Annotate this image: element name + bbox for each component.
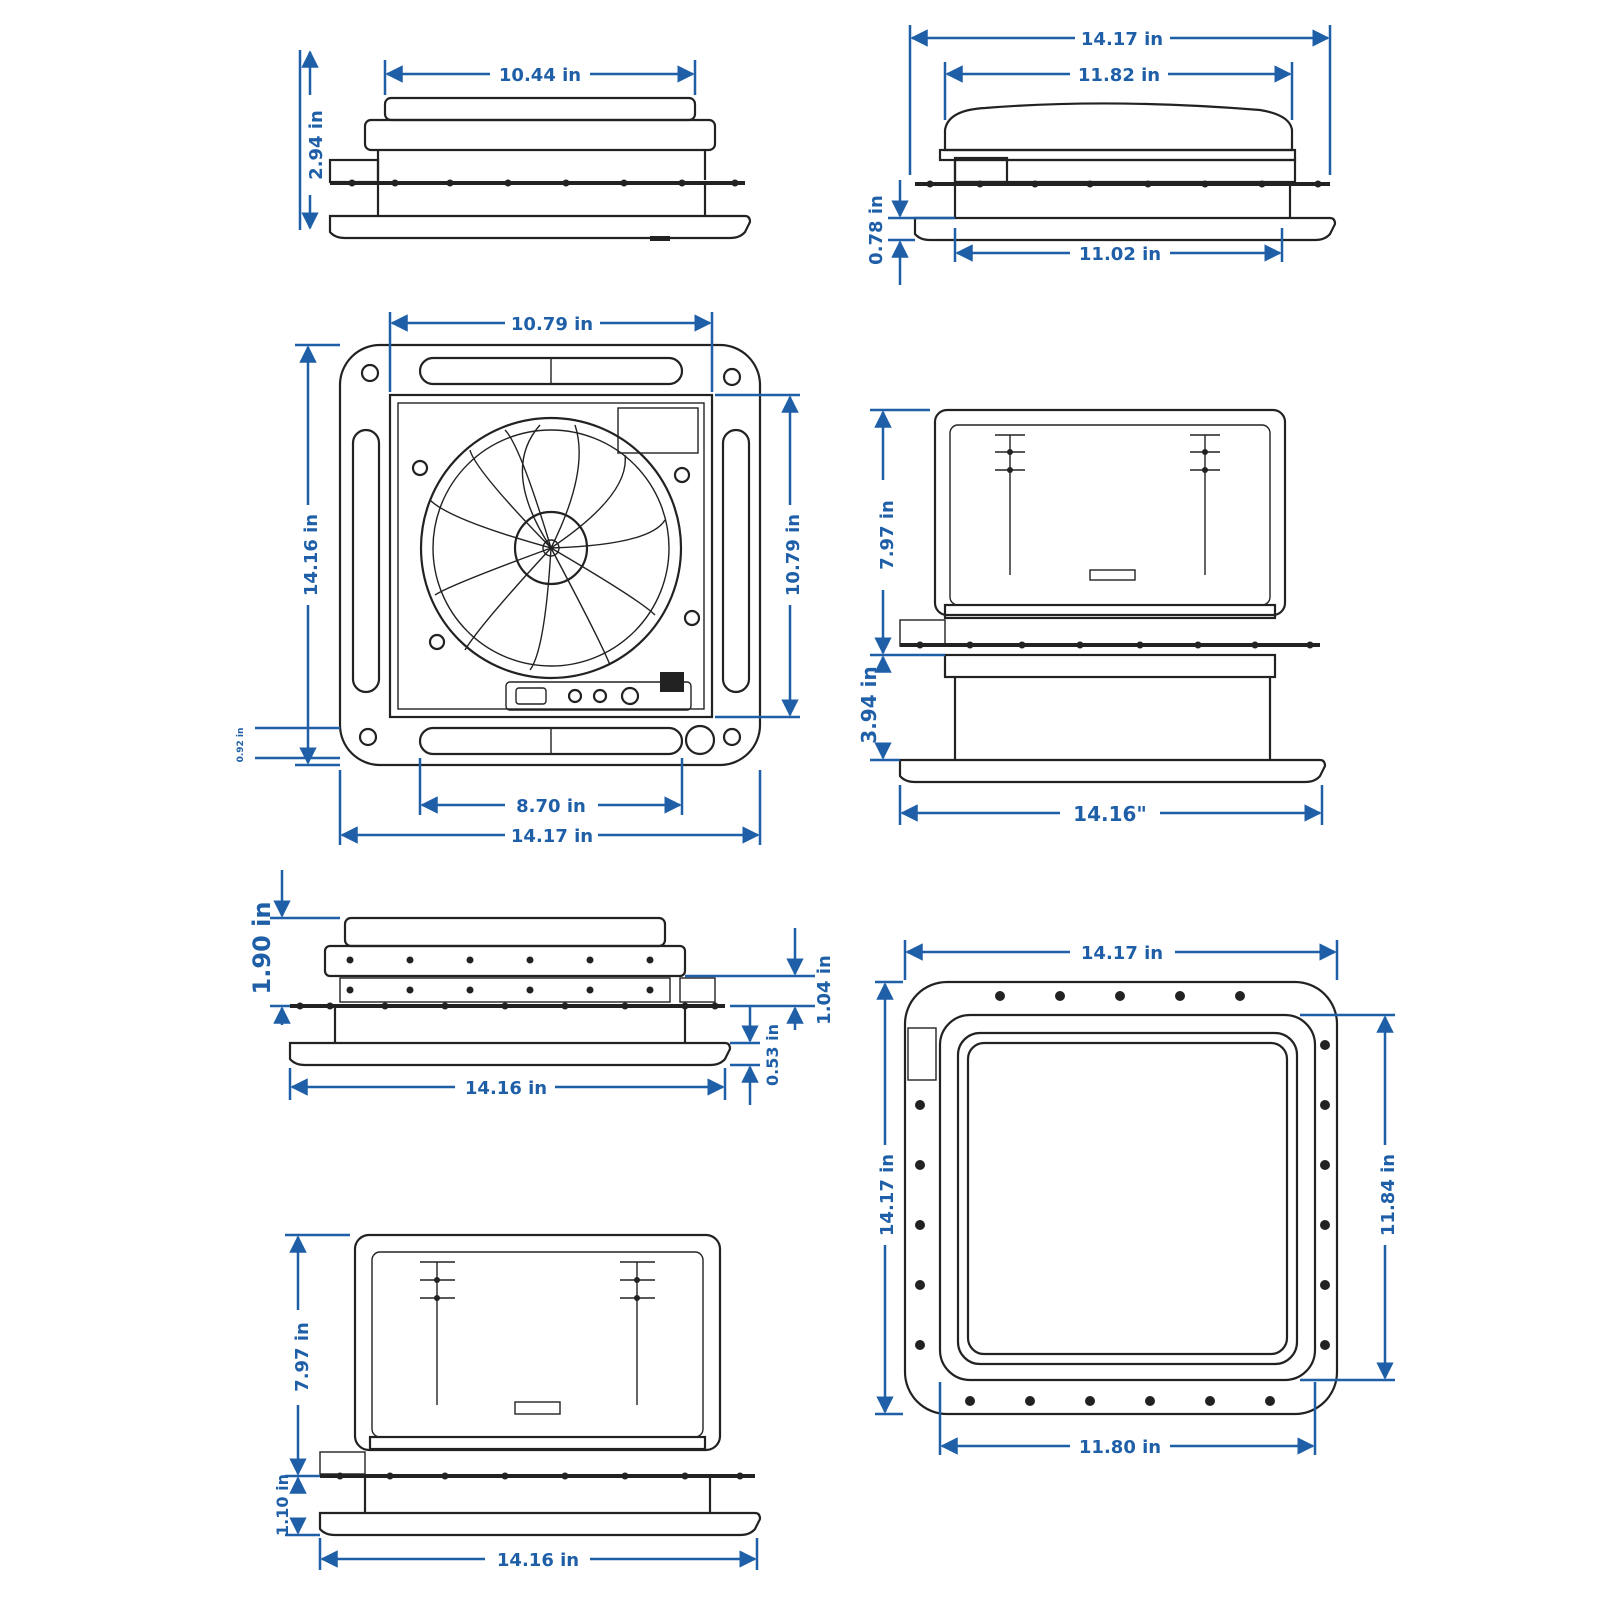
dim-7-97-left: 7.97 in: [292, 1322, 313, 1392]
dim-2-94: 2.94 in: [306, 110, 327, 180]
dim-11-84: 11.84 in: [1378, 1154, 1399, 1236]
dim-1-90: 1.90 in: [248, 902, 276, 995]
dim-10-79-top: 10.79 in: [511, 314, 593, 335]
dim-0-53: 0.53 in: [763, 1024, 782, 1086]
side-view-a: 10.44 in 2.94 in: [298, 50, 752, 241]
side-view-c: 1.90 in 1.04 in 0.53 in 14.16 in: [248, 870, 835, 1105]
dim-14-16-mid: 14.16 in: [465, 1078, 547, 1099]
dim-1-10: 1.10 in: [273, 1474, 292, 1536]
dim-14-17-bottom: 14.17 in: [511, 826, 593, 847]
bottom-view: 14.17 in 14.17 in 11.84 in 11.80 in: [875, 940, 1399, 1458]
dim-10-79-right: 10.79 in: [783, 514, 804, 596]
fan-blades: [429, 424, 666, 671]
open-view-a: 7.97 in 3.94 in 14.16": [857, 408, 1327, 826]
dim-11-80: 11.80 in: [1079, 1437, 1161, 1458]
dim-0-92: 0.92 in: [236, 728, 246, 763]
dim-7-97-right: 7.97 in: [877, 500, 898, 570]
dim-14-17-bottomview-left: 14.17 in: [877, 1154, 898, 1236]
dim-14-17-top: 14.17 in: [1081, 29, 1163, 50]
top-view-fan: 10.79 in 14.16 in 10.79 in 0.92 in 8.70 …: [236, 312, 804, 847]
dim-11-82: 11.82 in: [1078, 65, 1160, 86]
bottom-view-holes: [915, 991, 1330, 1406]
dim-8-70: 8.70 in: [516, 796, 586, 817]
dim-14-16-quote: 14.16": [1073, 802, 1147, 826]
dim-14-17-bottomview-top: 14.17 in: [1081, 943, 1163, 964]
dim-14-16-left: 14.16 in: [301, 514, 322, 596]
dim-14-16-bottom: 14.16 in: [497, 1550, 579, 1571]
dim-0-78: 0.78 in: [866, 195, 887, 265]
dim-3-94: 3.94 in: [857, 666, 881, 743]
dim-10-44: 10.44 in: [499, 65, 581, 86]
dim-1-04: 1.04 in: [814, 955, 835, 1025]
open-view-b: 7.97 in 1.10 in 14.16 in: [273, 1233, 762, 1571]
dim-11-02: 11.02 in: [1079, 244, 1161, 265]
side-view-b: 14.17 in 11.82 in 11.02 in 0.78 in: [866, 25, 1337, 285]
